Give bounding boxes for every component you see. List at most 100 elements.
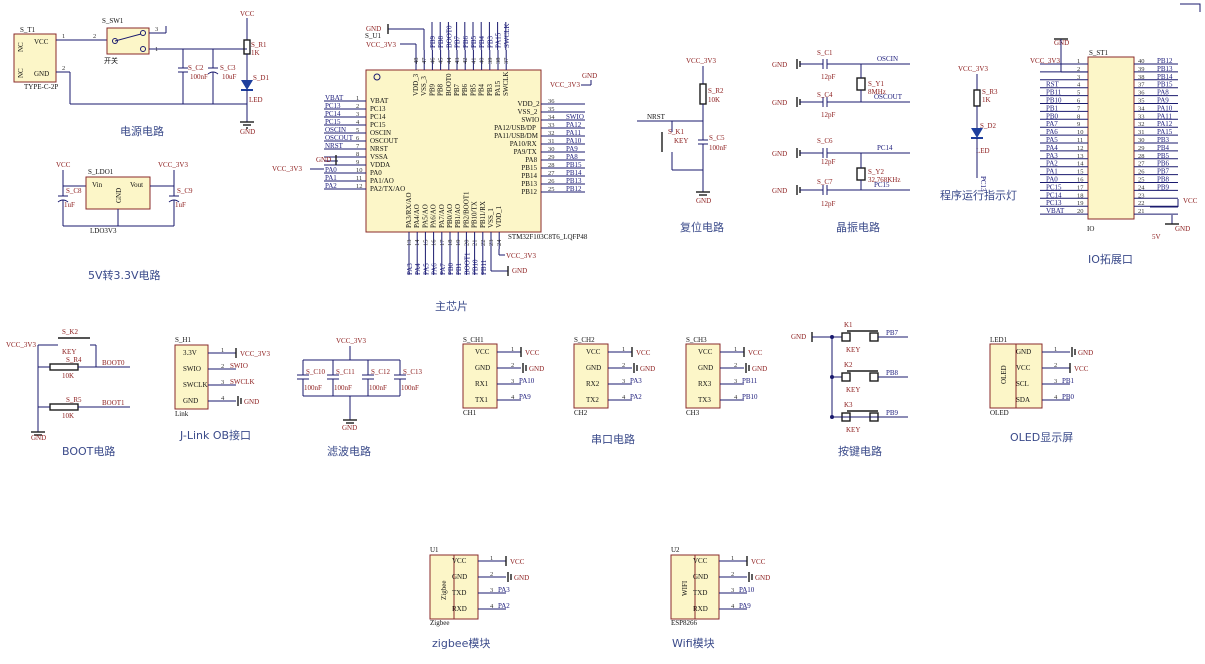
r5-value: 10K xyxy=(62,412,74,420)
serial-pin-number: 3 xyxy=(511,378,514,385)
mcu-pin-number: 20 xyxy=(463,240,470,247)
serial-pin-name: RX2 xyxy=(586,380,600,388)
serial-net: PA2 xyxy=(630,393,642,401)
mcu-part: STM32F103C8T6_LQFP48 xyxy=(508,233,588,241)
ref-c9: S_C9 xyxy=(177,187,193,195)
serial-gnd: GND xyxy=(640,365,655,373)
mcu-pin-number: 43 xyxy=(454,58,461,65)
gnd-label-io2: GND xyxy=(1175,225,1190,233)
mcu-net-label: PA15 xyxy=(495,32,503,48)
mcu-pin-name: OSCOUT xyxy=(370,137,399,145)
ref-h1: S_H1 xyxy=(175,336,191,344)
serial-pin-number: 2 xyxy=(511,362,514,369)
io-net-label: PB0 xyxy=(1046,112,1059,120)
serial-pin-name: RX1 xyxy=(475,380,489,388)
io-net-label: PB13 xyxy=(1157,65,1173,73)
filter-cap-value: 100nF xyxy=(369,384,387,392)
io-pin-number: 28 xyxy=(1138,153,1145,160)
sw1-label: 开关 xyxy=(104,56,118,65)
ref-st1: S_ST1 xyxy=(1089,49,1109,57)
mcu-pin-number: 5 xyxy=(356,127,359,134)
mcu-pin-name: PB3 xyxy=(486,83,494,96)
serial-vcc: VCC xyxy=(525,349,540,357)
jlink-pin-name: GND xyxy=(183,397,198,405)
io-header: S_ST1 IO 1234RST5PB116PB107PB18PB09PA710… xyxy=(1030,38,1198,241)
mcu-pin-number: 45 xyxy=(438,58,445,65)
caption-zigbee: zigbee模块 xyxy=(432,637,490,650)
mcu-pin-name: VSS_2 xyxy=(518,108,538,116)
gnd-label-crystal: GND xyxy=(772,99,787,107)
serial-gnd: GND xyxy=(752,365,767,373)
mcu-net-label: PB0 xyxy=(447,262,455,275)
ref-d2: S_D2 xyxy=(980,122,996,130)
mcu-top-pins: 48VDD_347VSS_346PB945PB844BOOT043PB742PB… xyxy=(412,22,511,96)
wifi-pin-name: RXD xyxy=(693,605,708,613)
io-5v: 5V xyxy=(1152,233,1161,241)
r3-value: 1K xyxy=(982,96,991,104)
wifi-net: PA9 xyxy=(739,602,751,610)
mcu-net-label: PA9 xyxy=(566,145,578,153)
wifi-pin-number: 2 xyxy=(731,571,734,578)
io-net-label: PB4 xyxy=(1157,144,1170,152)
ref-u1-zigbee: U1 xyxy=(430,546,439,554)
jlink-connector xyxy=(174,344,209,410)
mcu-pin-number: 37 xyxy=(503,57,510,64)
serial-pin-number: 2 xyxy=(622,362,625,369)
mcu-pin-name: PB5 xyxy=(469,83,477,96)
zigbee-pin-number: 3 xyxy=(490,587,493,594)
serial-pin-number: 3 xyxy=(734,378,737,385)
wifi-pin-number: 1 xyxy=(731,555,734,562)
zigbee-pin-name: TXD xyxy=(452,589,466,597)
mcu-net-label: OSCIN xyxy=(325,126,346,134)
typec-connector xyxy=(13,33,57,83)
ref-t1: S_T1 xyxy=(20,26,36,34)
gnd-label-crystal: GND xyxy=(772,61,787,69)
mcu-pin-name: PA12/USB/DP xyxy=(494,124,536,132)
io-pin-number: 6 xyxy=(1077,98,1081,105)
filter-cap-value: 100nF xyxy=(401,384,419,392)
ref-c8: S_C8 xyxy=(66,187,82,195)
serial-pin-name: VCC xyxy=(698,348,713,356)
serial-pin-number: 4 xyxy=(734,394,738,401)
mcu-net-label: PB7 xyxy=(454,35,462,48)
ldo-part: LDO3V3 xyxy=(90,227,117,235)
serial-pin-name: GND xyxy=(698,364,713,372)
io-pin-number: 7 xyxy=(1077,105,1081,112)
mcu-pin-name: PB12 xyxy=(521,188,537,196)
io-pin-number: 29 xyxy=(1138,145,1145,152)
io-pin-number: 19 xyxy=(1077,200,1084,207)
io-pin-number: 1 xyxy=(1077,58,1080,65)
serial-header-part: CH3 xyxy=(686,409,700,417)
serial-pin-number: 4 xyxy=(511,394,515,401)
svg-text:2: 2 xyxy=(93,33,96,40)
mcu-pin-name: BOOT0 xyxy=(445,73,453,96)
mcu-pin-number: 13 xyxy=(406,240,413,247)
wifi-pin-number: 3 xyxy=(731,587,734,594)
crystal-y1 xyxy=(856,77,866,91)
serial-header-body xyxy=(462,343,498,409)
io-net-label: PB5 xyxy=(1157,152,1170,160)
io-pin-number: 33 xyxy=(1138,113,1145,120)
mcu-pin-number: 9 xyxy=(356,159,359,166)
filter-cap-ref: S_C13 xyxy=(403,368,423,376)
mcu-net-label: VBAT xyxy=(325,94,344,102)
key-ref: K1 xyxy=(844,321,853,329)
key-net: PB7 xyxy=(886,329,899,337)
mcu-pin-name: SWIO xyxy=(521,116,539,124)
zigbee-pin-number: 1 xyxy=(490,555,493,562)
t1-nc-bottom: NC xyxy=(17,68,25,78)
jlink-net: VCC_3V3 xyxy=(240,350,270,358)
io-pin-number: 36 xyxy=(1138,90,1145,97)
mcu-pin-number: 26 xyxy=(548,178,555,185)
io-net-label: PB11 xyxy=(1046,89,1062,97)
caption-reset: 复位电路 xyxy=(680,220,724,234)
t1-nc-top: NC xyxy=(17,42,25,52)
io-part: IO xyxy=(1087,225,1094,233)
serial-header-part: CH1 xyxy=(463,409,477,417)
mcu-pin-name: PA7/AO xyxy=(438,204,446,228)
r1-value: 1K xyxy=(251,49,260,57)
zigbee-pin-name: GND xyxy=(452,573,467,581)
mcu-net-label: PA11 xyxy=(566,129,582,137)
